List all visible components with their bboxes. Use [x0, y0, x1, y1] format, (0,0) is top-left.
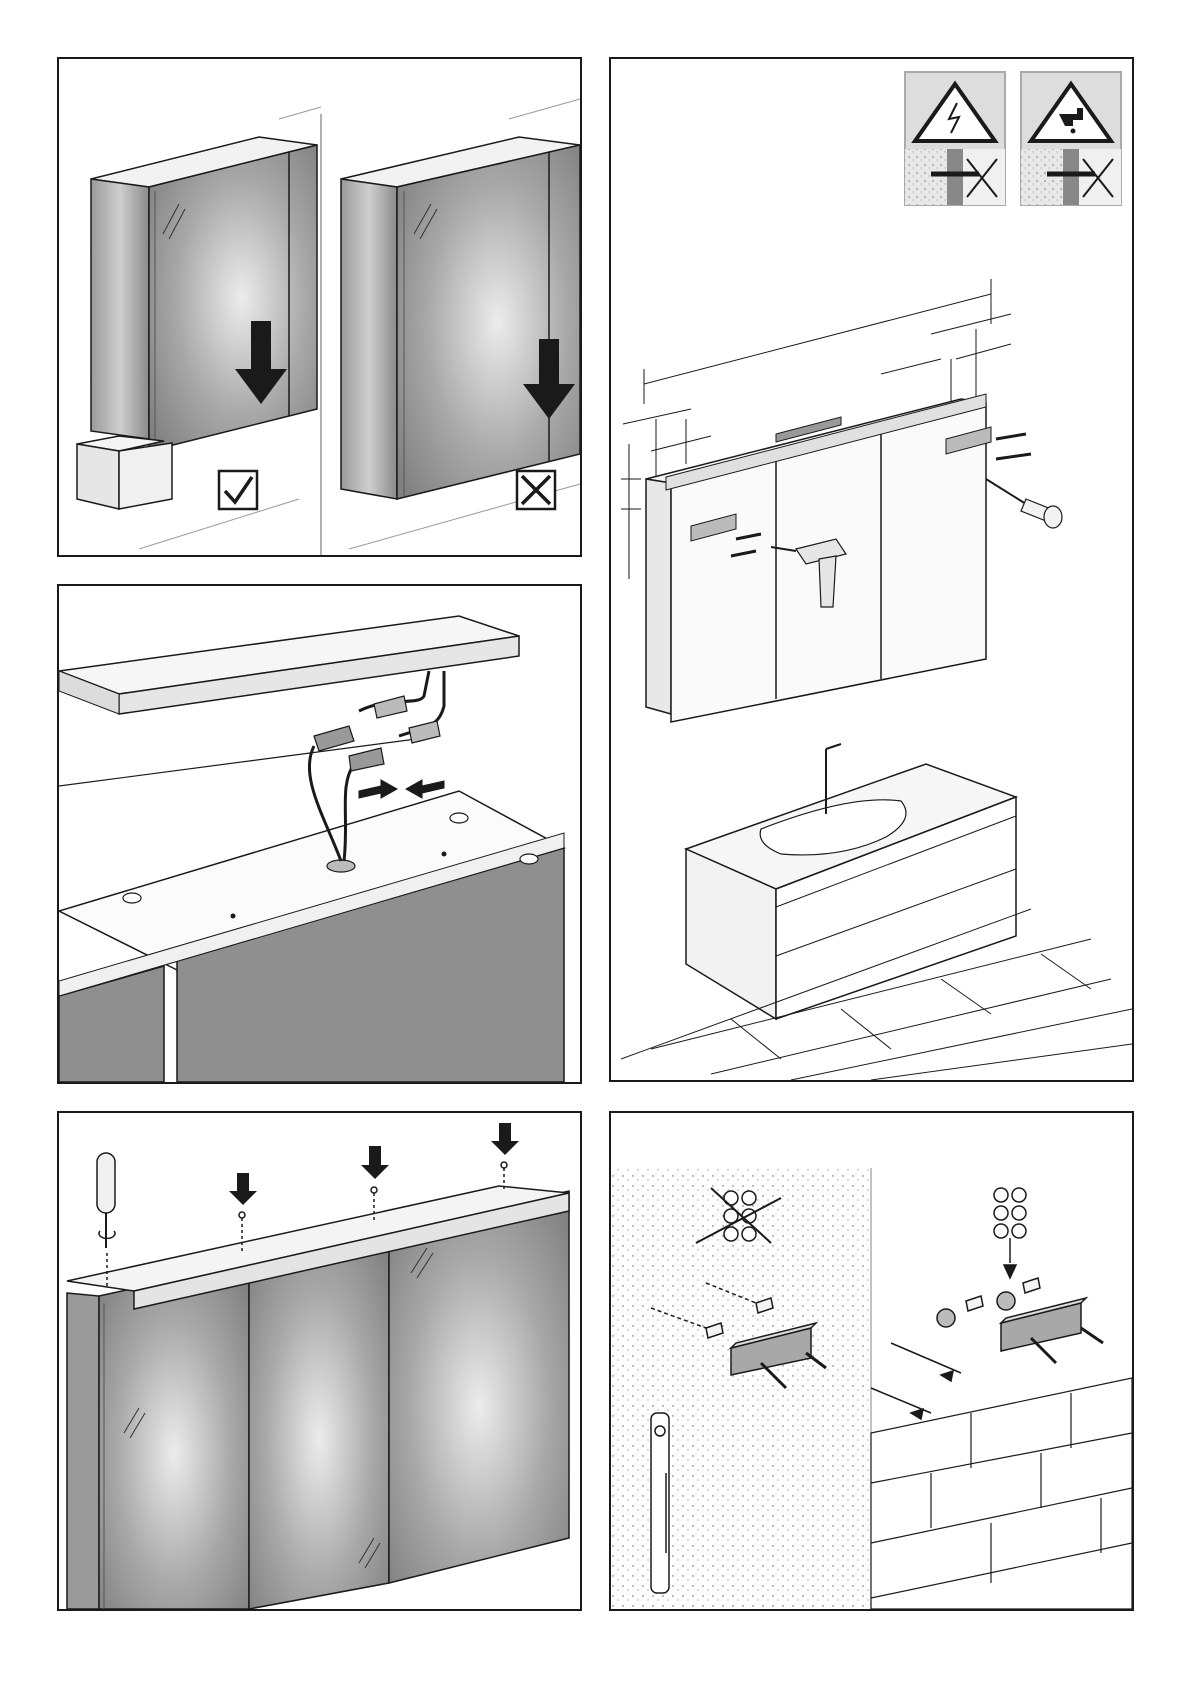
screwdriver-icon [986, 479, 1062, 528]
cabinet-on-support [77, 137, 317, 509]
light-bar-screw-illustration [59, 1113, 580, 1609]
drill-mount-illustration [611, 59, 1132, 1080]
wall-plug-illustration [611, 1113, 1132, 1609]
cable-connector-illustration [59, 586, 580, 1082]
cabinet-placement-panel [57, 57, 582, 557]
mirror-cabinet-wall [646, 394, 1031, 722]
cable-connector-panel [57, 584, 582, 1084]
water-hazard-icon [1021, 72, 1121, 205]
wall-plug-selection-panel [609, 1111, 1134, 1611]
plug-card-icon [994, 1188, 1026, 1278]
light-bar [59, 616, 519, 786]
vanity-unit [686, 744, 1016, 1019]
screwdriver-icon [97, 1153, 115, 1248]
spacer-tool [651, 1413, 669, 1593]
electric-hazard-icon [905, 72, 1005, 205]
drill-mount-panel [609, 57, 1134, 1082]
solid-wall [611, 1168, 871, 1609]
cabinet-top [59, 791, 564, 1082]
cabinet-placement-illustration [59, 59, 580, 555]
cabinet-without-support [341, 137, 580, 509]
light-bar-screw-panel [57, 1111, 582, 1611]
